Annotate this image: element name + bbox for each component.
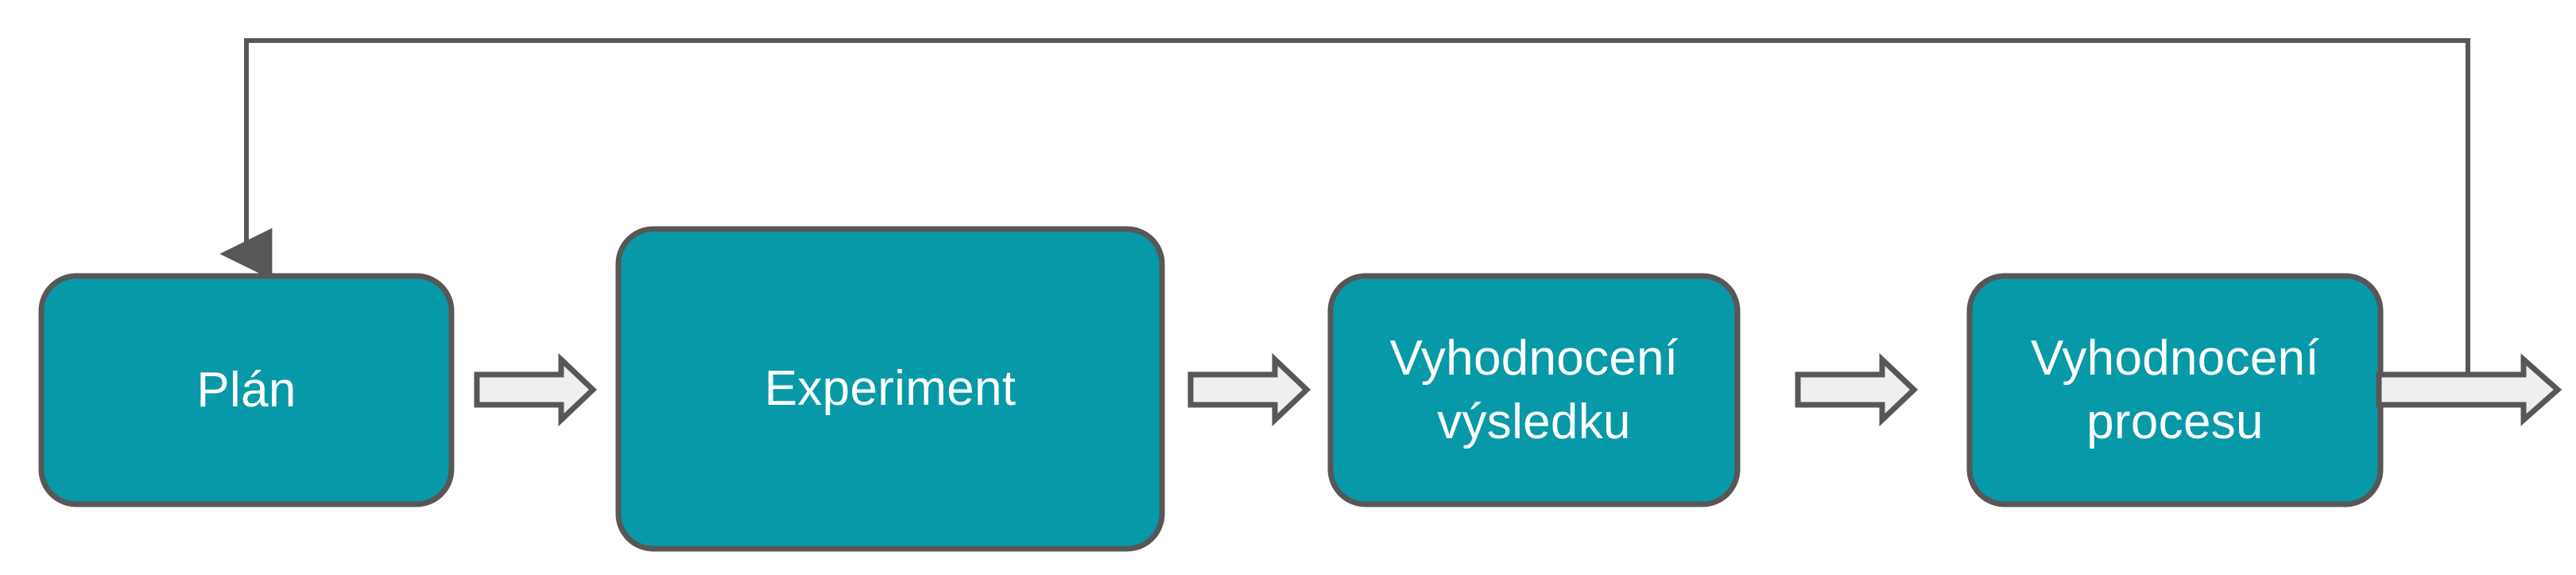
arrow-vyhodnoceni-procesu-to-output [2376, 353, 2562, 426]
node-experiment[interactable] [615, 226, 1165, 552]
feedback-loop-connector [219, 38, 2470, 382]
node-vyhodnoceni-procesu[interactable] [1966, 273, 2384, 507]
node-vyhodnoceni-vysledku[interactable] [1327, 273, 1741, 507]
node-plan[interactable] [38, 273, 455, 507]
arrow-vyhodnoceni-vysledku-to-vyhodnoceni-procesu [1795, 352, 1919, 427]
arrow-experiment-to-vyhodnoceni-vysledku [1187, 352, 1311, 427]
arrow-plan-to-experiment [474, 352, 598, 427]
